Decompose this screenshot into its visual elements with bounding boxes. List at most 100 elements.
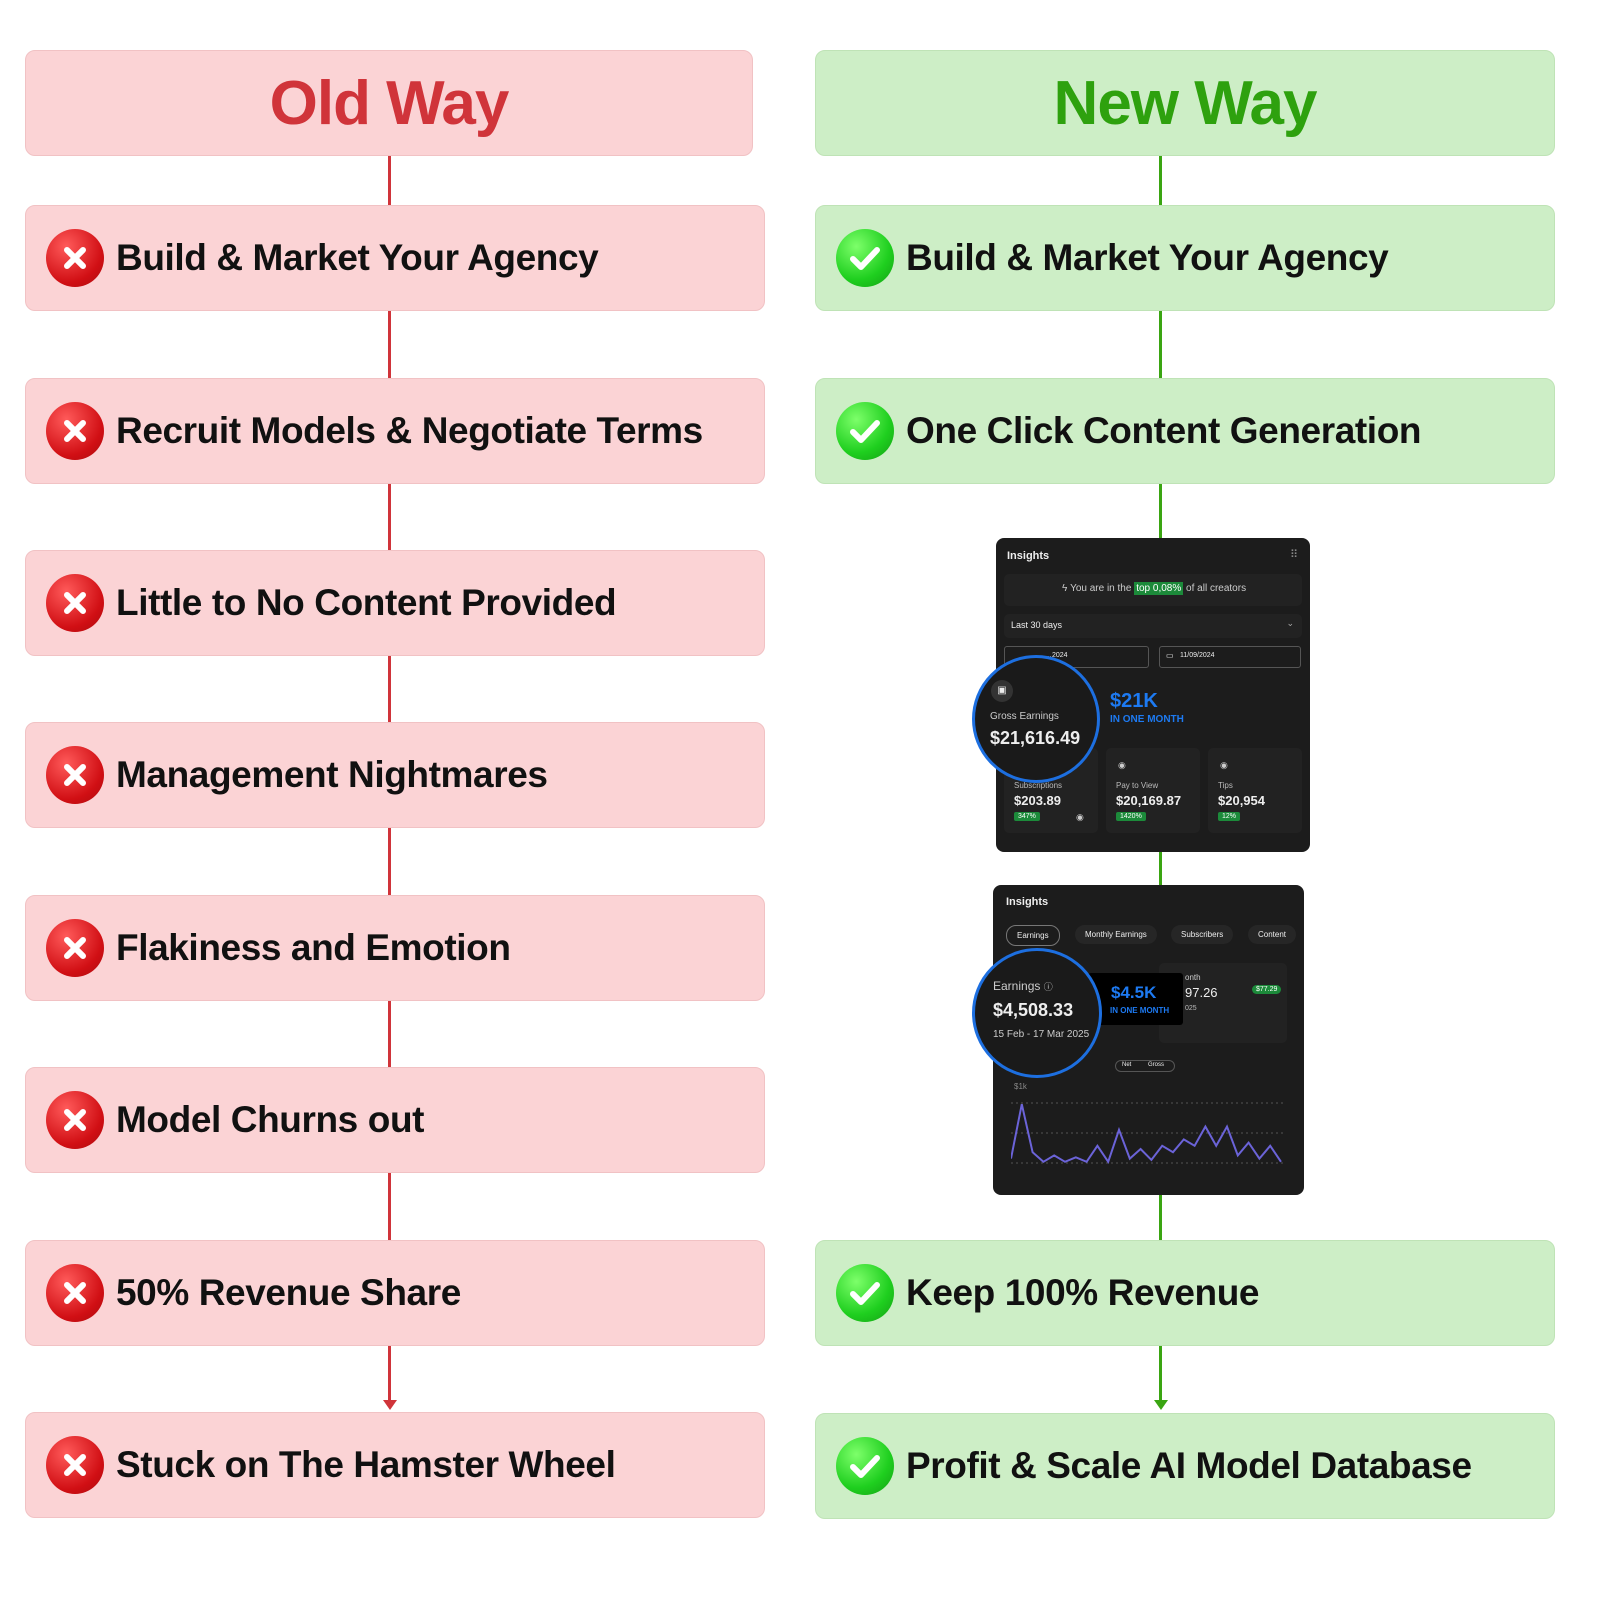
range-value: Last 30 days [1011,620,1063,630]
tab-earnings[interactable]: Earnings [1006,925,1060,946]
old-way-item-management-nightmares: Management Nightmares [25,722,765,828]
x-circle-icon [46,919,104,977]
info-icon: ⓘ [1043,982,1053,992]
toggle-gross[interactable]: Gross [1148,1062,1165,1068]
item-label: Management Nightmares [116,754,548,795]
money-icon: ▣ [991,680,1013,702]
old-way-item-recruit-models-negotiate-terms: Recruit Models & Negotiate Terms [25,378,765,484]
item-label: Build & Market Your Agency [116,237,599,278]
old-way-item-flakiness-and-emotion: Flakiness and Emotion [25,895,765,1001]
callout-label: IN ONE MONTH [1110,714,1184,725]
new-arrow-icon [1154,1400,1168,1410]
x-circle-icon [46,1264,104,1322]
new-way-item-keep-100-revenue: Keep 100% Revenue [815,1240,1555,1346]
new-way-header: New Way [815,50,1555,156]
new-way-item-build-market-your-agency: Build & Market Your Agency [815,205,1555,311]
month-label: onth [1185,973,1201,982]
x-circle-icon [46,1091,104,1149]
item-label: 50% Revenue Share [116,1272,461,1313]
calendar-icon: ▭ [1166,651,1174,660]
stat-icon: ◉ [1076,812,1084,822]
banner-text: You are in the [1070,583,1132,594]
tab-monthly-earnings[interactable]: Monthly Earnings [1075,925,1157,944]
callout-label: IN ONE MONTH [1110,1006,1170,1015]
stat-value: $20,954 [1218,793,1265,808]
earnings-label: Earnings [993,979,1041,993]
month-badge: $77.29 [1252,985,1282,994]
stat-label: Tips [1218,781,1233,790]
y-axis-label: $1k [1014,1082,1027,1091]
grid-icon[interactable]: ⠿ [1289,549,1298,561]
earnings-magnifier: Earnings ⓘ $4,508.33 15 Feb - 17 Mar 202… [972,948,1102,1078]
month-year: 025 [1185,1005,1197,1012]
old-way-item-model-churns-out: Model Churns out [25,1067,765,1173]
item-label: Little to No Content Provided [116,582,617,623]
check-circle-icon [836,1264,894,1322]
old-way-item-stuck-on-the-hamster-wheel: Stuck on The Hamster Wheel [25,1412,765,1518]
callout-value: $4.5K [1111,983,1157,1002]
date-start-value: …2024 [1045,652,1068,659]
top-creator-banner: ϟ You are in the top 0,08% of all creato… [1004,574,1302,606]
chevron-down-icon: ⌄ [1286,618,1294,628]
check-circle-icon [836,1437,894,1495]
x-circle-icon [46,229,104,287]
stat-label: Subscriptions [1014,781,1063,790]
item-label: Build & Market Your Agency [906,237,1389,278]
toggle-net[interactable]: Net [1122,1062,1132,1068]
tab-subscribers[interactable]: Subscribers [1171,925,1234,944]
bolt-icon: ϟ [1062,583,1071,594]
old-way-item-little-to-no-content-provided: Little to No Content Provided [25,550,765,656]
stat-icon: ◉ [1220,760,1228,770]
x-circle-icon [46,746,104,804]
item-label: Profit & Scale AI Model Database [906,1445,1472,1486]
stat-change-badge: 12% [1218,812,1241,821]
x-circle-icon [46,402,104,460]
new-way-item-profit-scale-ai-model-database: Profit & Scale AI Model Database [815,1413,1555,1519]
old-way-item-build-market-your-agency: Build & Market Your Agency [25,205,765,311]
date-end-value: 11/09/2024 [1180,652,1215,659]
item-label: Keep 100% Revenue [906,1272,1260,1313]
check-circle-icon [836,229,894,287]
x-circle-icon [46,1436,104,1494]
date-end-input[interactable]: ▭ 11/09/2024 [1159,646,1301,668]
item-label: Recruit Models & Negotiate Terms [116,410,703,451]
item-label: One Click Content Generation [906,410,1422,451]
card-title: Insights [1006,896,1049,908]
insights-card-earnings: Insights Earnings Monthly Earnings Subscri… [972,885,1304,1195]
net-gross-toggle[interactable]: Net Gross [1115,1060,1175,1072]
stat-change-badge: 347% [1014,812,1040,821]
old-way-item-50-revenue-share: 50% Revenue Share [25,1240,765,1346]
stat-icon: ◉ [1118,760,1126,770]
earnings-chart [1011,1102,1286,1165]
earnings-line [1011,1103,1282,1165]
banner-highlight: top 0,08% [1134,582,1184,595]
stat-label: Pay to View [1116,781,1159,790]
banner-text-end: of all creators [1186,583,1247,594]
x-circle-icon [46,574,104,632]
stat-tips: ◉ Tips $20,954 12% [1208,748,1302,833]
date-start-input[interactable]: …2024 [1004,646,1149,668]
insights-card-gross: Insights ⠿ ϟ You are in the top 0,08% of… [972,538,1310,852]
range-select[interactable]: Last 30 days ⌄ [1004,614,1302,638]
callout-value: $21K [1110,690,1158,712]
old-way-header: Old Way [25,50,753,156]
callout-box: $4.5K IN ONE MONTH [1088,973,1183,1025]
stat-value: $20,169.87 [1116,793,1182,808]
month-value: 97.26 [1185,985,1218,1000]
gross-value: $21,616.49 [990,728,1081,748]
check-circle-icon [836,402,894,460]
stat-pay-to-view: ◉ Pay to View $20,169.87 1420% [1106,748,1200,833]
card-title: Insights [1007,550,1050,562]
earnings-range: 15 Feb - 17 Mar 2025 [993,1029,1090,1040]
tab-content[interactable]: Content [1248,925,1297,944]
new-way-item-one-click-content-generation: One Click Content Generation [815,378,1555,484]
item-label: Flakiness and Emotion [116,927,511,968]
stat-value: $203.89 [1014,793,1061,808]
item-label: Model Churns out [116,1099,425,1140]
earnings-value: $4,508.33 [993,1000,1074,1020]
old-arrow-icon [383,1400,397,1410]
gross-label: Gross Earnings [990,711,1059,722]
gross-earnings-magnifier: ▣ Gross Earnings $21,616.49 [972,655,1100,783]
item-label: Stuck on The Hamster Wheel [116,1444,616,1485]
stat-change-badge: 1420% [1116,812,1146,821]
